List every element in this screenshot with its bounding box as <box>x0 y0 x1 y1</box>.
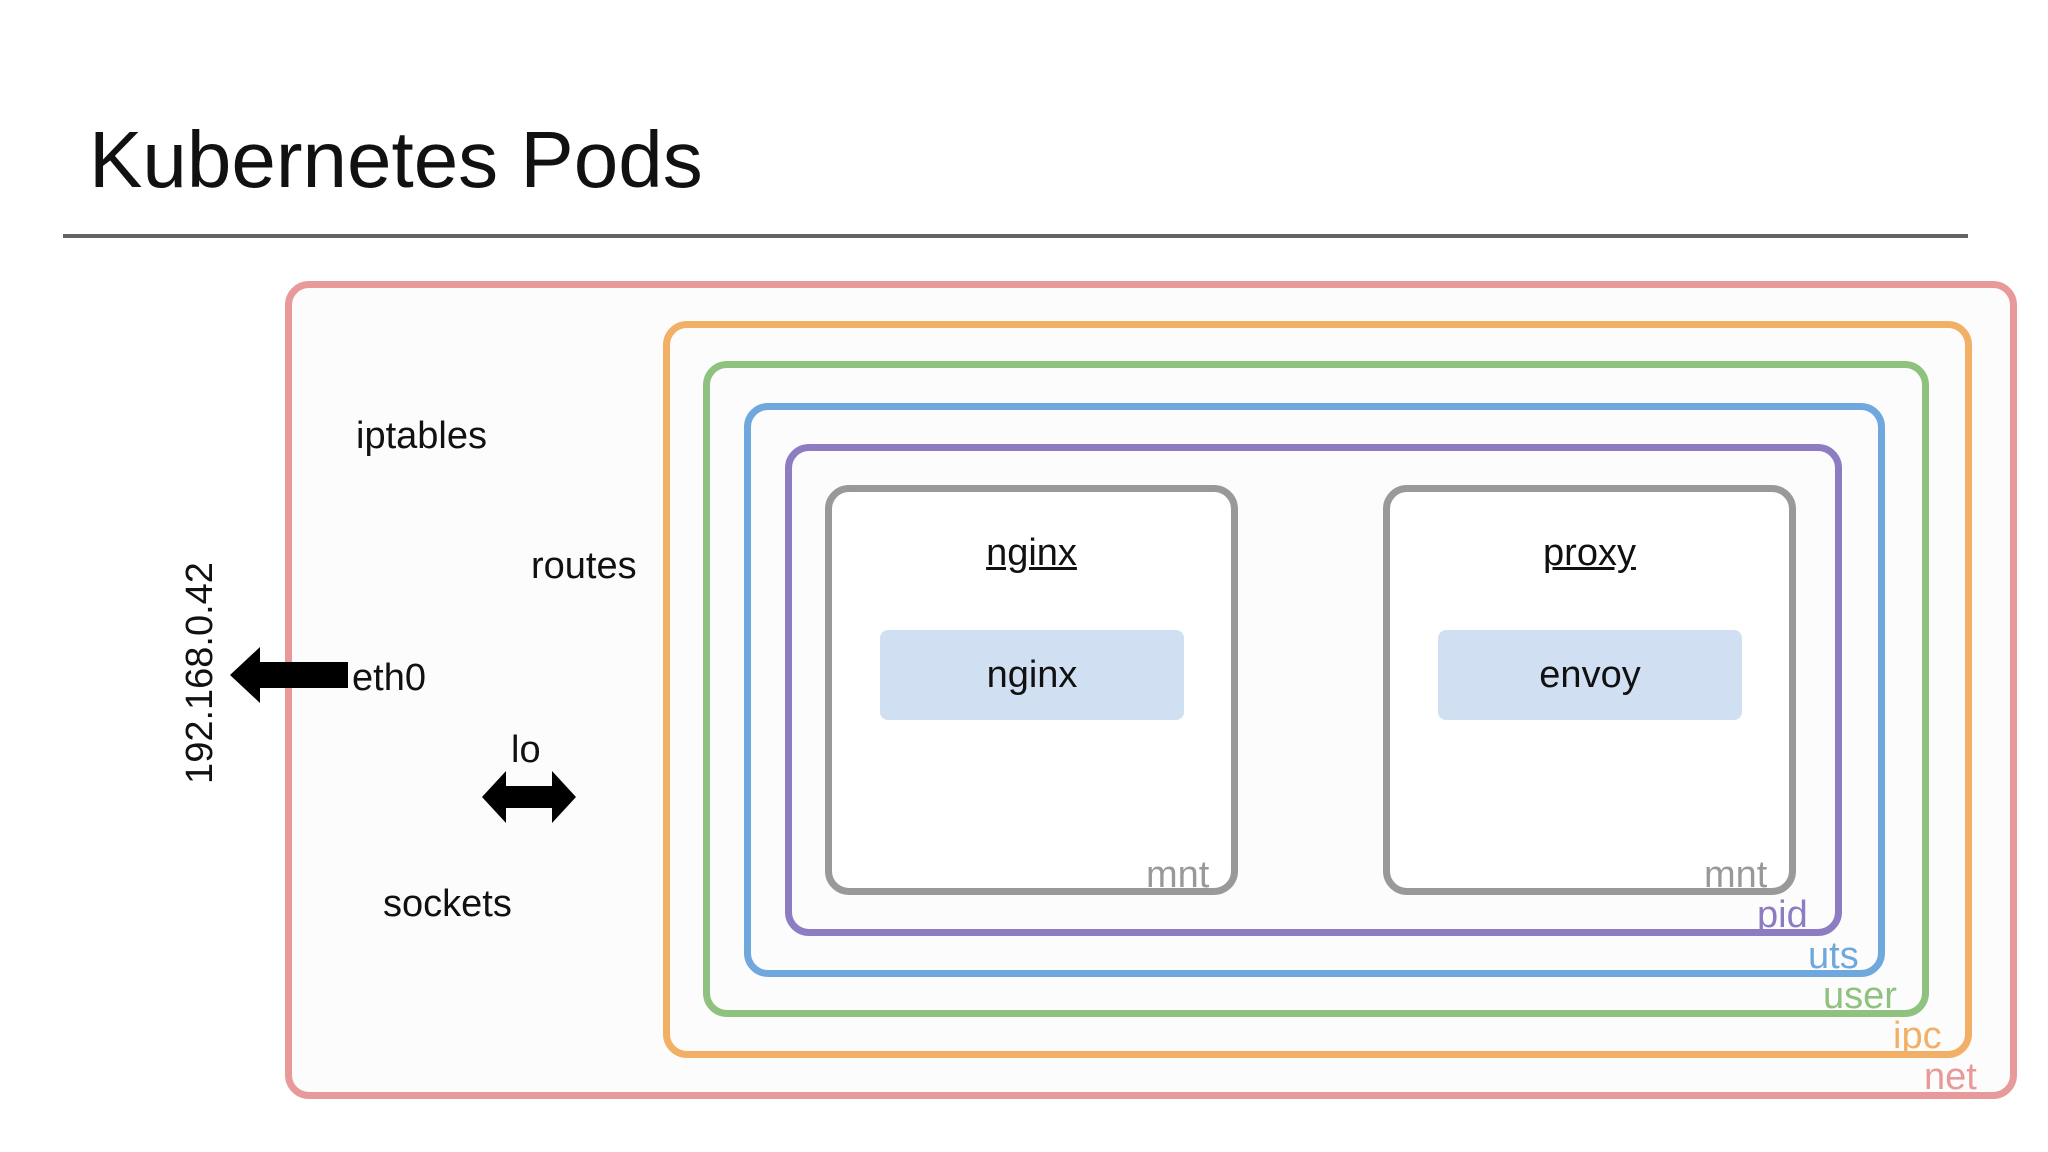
eth0-label: eth0 <box>352 657 426 699</box>
user-namespace-label: user <box>1823 975 1897 1017</box>
ipc-namespace-label: ipc <box>1893 1015 1942 1057</box>
user-namespace-box <box>703 361 1929 1017</box>
uts-namespace-box <box>744 403 1885 977</box>
container-name: nginx <box>986 532 1077 574</box>
container-proxy: proxy envoy <box>1383 485 1796 895</box>
ipc-namespace-box <box>663 321 1972 1058</box>
routes-label: routes <box>531 545 637 587</box>
uts-namespace-label: uts <box>1808 935 1859 977</box>
mnt-namespace-label: mnt <box>1704 854 1768 896</box>
pid-namespace-label: pid <box>1757 894 1808 936</box>
double-arrow-icon <box>482 771 576 823</box>
left-arrow-icon <box>230 647 348 703</box>
ip-address-label: 192.168.0.42 <box>179 562 221 784</box>
pid-namespace-box <box>785 444 1842 936</box>
sockets-label: sockets <box>383 883 512 925</box>
page-title: Kubernetes Pods <box>89 115 703 204</box>
process-box: envoy <box>1438 630 1742 720</box>
iptables-label: iptables <box>356 415 487 457</box>
lo-label: lo <box>511 729 541 771</box>
net-namespace-label: net <box>1924 1056 1977 1098</box>
container-name: proxy <box>1543 532 1636 574</box>
container-nginx: nginx nginx <box>825 485 1238 895</box>
mnt-namespace-label: mnt <box>1146 854 1210 896</box>
process-box: nginx <box>880 630 1184 720</box>
title-divider <box>63 234 1968 238</box>
